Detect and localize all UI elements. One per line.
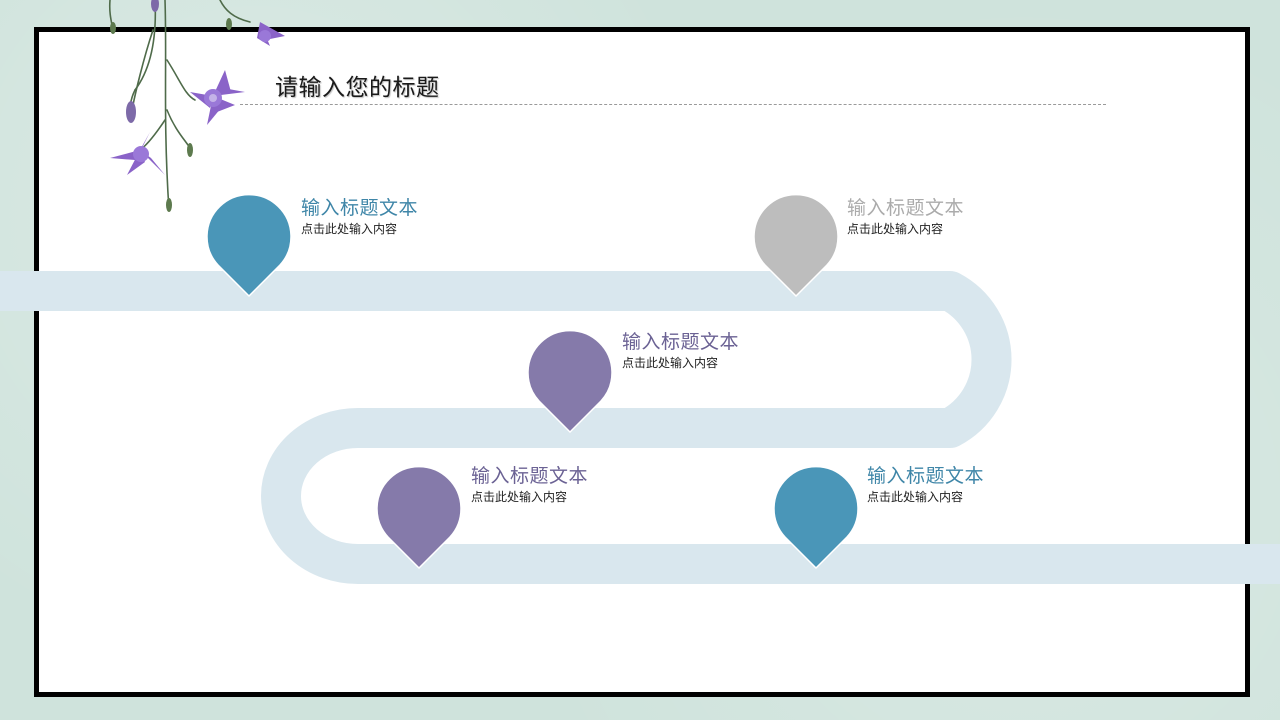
milestone-heading[interactable]: 输入标题文本 xyxy=(301,197,419,219)
pin-shape xyxy=(753,193,839,297)
pin-shape xyxy=(376,465,462,569)
milestone-2-pin-icon[interactable] xyxy=(753,193,853,303)
milestone-4-pin-icon[interactable] xyxy=(376,465,476,575)
milestone-heading[interactable]: 输入标题文本 xyxy=(471,465,589,487)
milestone-heading[interactable]: 输入标题文本 xyxy=(622,331,740,353)
milestone-5-pin-icon[interactable] xyxy=(773,465,873,575)
bellflower-icon xyxy=(108,0,285,212)
milestone-body[interactable]: 点击此处输入内容 xyxy=(471,490,568,504)
pin-shape xyxy=(206,193,292,297)
milestone-body[interactable]: 点击此处输入内容 xyxy=(301,222,398,236)
milestone-body[interactable]: 点击此处输入内容 xyxy=(847,222,944,236)
milestone-3-pin-icon[interactable] xyxy=(527,329,627,439)
milestone-body[interactable]: 点击此处输入内容 xyxy=(867,490,964,504)
pin-shape xyxy=(527,329,613,433)
milestone-heading[interactable]: 输入标题文本 xyxy=(847,197,965,219)
milestone-5-label: 输入标题文本 点击此处输入内容 xyxy=(867,463,984,505)
pin-shape xyxy=(773,465,859,569)
milestone-1-pin-icon[interactable] xyxy=(206,193,306,303)
milestone-4-label: 输入标题文本 点击此处输入内容 xyxy=(471,463,588,505)
milestone-3-label: 输入标题文本 点击此处输入内容 xyxy=(622,329,739,371)
page-title[interactable]: 请输入您的标题 xyxy=(275,75,440,101)
milestone-body[interactable]: 点击此处输入内容 xyxy=(622,356,719,370)
milestone-1-label: 输入标题文本 点击此处输入内容 xyxy=(301,195,418,237)
milestone-2-label: 输入标题文本 点击此处输入内容 xyxy=(847,195,964,237)
title-divider xyxy=(240,104,1106,105)
milestone-heading[interactable]: 输入标题文本 xyxy=(867,465,985,487)
